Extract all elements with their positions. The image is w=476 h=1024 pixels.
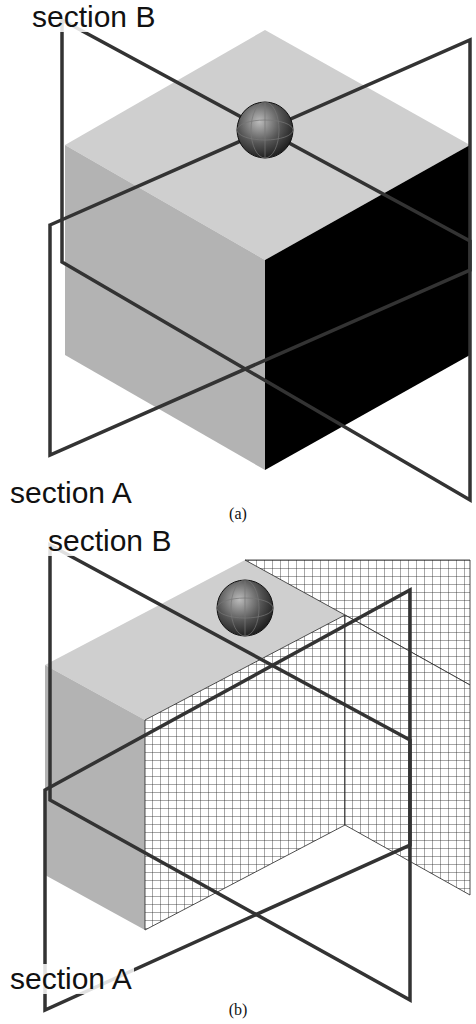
section-plane-a	[45, 590, 410, 1010]
right-face	[265, 145, 470, 470]
section-label: section B	[30, 2, 157, 32]
sphere	[217, 580, 273, 636]
section-plane-b	[62, 20, 470, 500]
left-face	[65, 145, 265, 470]
left-face	[45, 665, 145, 930]
panel-caption: (b)	[229, 1002, 248, 1018]
section-label: section B	[46, 526, 173, 556]
panel-caption: (a)	[229, 506, 247, 522]
mesh-face	[145, 615, 345, 930]
section-label: section A	[8, 478, 134, 508]
sphere	[237, 102, 293, 158]
cut-cube-b	[45, 560, 470, 930]
section-label: section A	[8, 964, 134, 994]
mesh-face	[345, 615, 470, 895]
section-plane-b	[50, 545, 410, 1000]
cube-a	[65, 30, 470, 470]
section-plane-a	[50, 40, 470, 455]
